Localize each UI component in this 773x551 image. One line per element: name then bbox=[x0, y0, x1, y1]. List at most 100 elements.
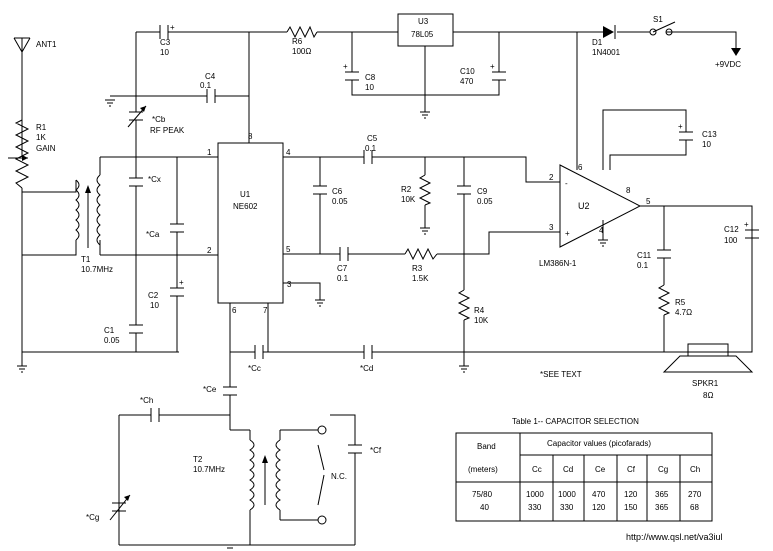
label-c9: C9 bbox=[477, 187, 488, 196]
svg-text:-: - bbox=[565, 179, 568, 188]
label-d1: D1 bbox=[592, 38, 603, 47]
svg-text:5: 5 bbox=[646, 197, 651, 206]
wires bbox=[21, 31, 753, 546]
svg-text:100: 100 bbox=[724, 236, 738, 245]
label-c5: C5 bbox=[367, 134, 378, 143]
label-c11: C11 bbox=[637, 251, 652, 260]
table-band-header: Band bbox=[477, 442, 496, 451]
label-u3: U3 bbox=[418, 17, 429, 26]
table-cap-header: Capacitor values (picofarads) bbox=[547, 439, 651, 448]
label-ant1: ANT1 bbox=[36, 40, 57, 49]
svg-text:100Ω: 100Ω bbox=[292, 47, 311, 56]
label-r6: R6 bbox=[292, 37, 303, 46]
table-meters-header: (meters) bbox=[468, 465, 498, 474]
vdc-arrow bbox=[731, 48, 741, 56]
transformer-t1 bbox=[75, 174, 101, 248]
svg-text:0.1: 0.1 bbox=[337, 274, 349, 283]
label-u1: U1 bbox=[240, 190, 251, 199]
label-cf: *Cf bbox=[370, 446, 382, 455]
table-col-header: Cc bbox=[532, 465, 542, 474]
svg-text:10: 10 bbox=[160, 48, 169, 57]
svg-text:+: + bbox=[343, 62, 348, 71]
label-c1: C1 bbox=[104, 326, 115, 335]
antenna-symbol bbox=[13, 37, 31, 53]
label-t1: T1 bbox=[81, 255, 91, 264]
label-c4: C4 bbox=[205, 72, 216, 81]
label-vdc: +9VDC bbox=[715, 60, 741, 69]
svg-text:470: 470 bbox=[460, 77, 474, 86]
table-col-header: Ch bbox=[690, 465, 700, 474]
svg-text:1: 1 bbox=[207, 148, 212, 157]
svg-text:78L05: 78L05 bbox=[411, 30, 434, 39]
table-col-header: Cd bbox=[563, 465, 573, 474]
label-r2: R2 bbox=[401, 185, 412, 194]
table-cell: 120 bbox=[592, 503, 606, 512]
speaker bbox=[662, 343, 754, 373]
label-cc: *Cc bbox=[248, 364, 261, 373]
label-ce: *Ce bbox=[203, 385, 217, 394]
label-nc: N.C. bbox=[331, 472, 347, 481]
table-row-band: 75/80 bbox=[472, 490, 493, 499]
labels: ANT1 R1 1K GAIN C3 10 R6 100Ω U3 78L05 D… bbox=[36, 15, 741, 522]
label-r3: R3 bbox=[412, 264, 423, 273]
label-lm386: LM386N-1 bbox=[539, 259, 577, 268]
table-cell: 330 bbox=[560, 503, 574, 512]
table-col-header: Ce bbox=[595, 465, 606, 474]
svg-text:1.5K: 1.5K bbox=[412, 274, 429, 283]
svg-text:10: 10 bbox=[365, 83, 374, 92]
table-cell: 330 bbox=[528, 503, 542, 512]
resistors bbox=[286, 25, 671, 321]
table-col-header: Cf bbox=[627, 465, 636, 474]
label-c2: C2 bbox=[148, 291, 159, 300]
svg-text:6: 6 bbox=[578, 163, 583, 172]
label-u2: U2 bbox=[578, 201, 590, 211]
resistor-r1 bbox=[8, 119, 30, 189]
svg-text:3: 3 bbox=[287, 280, 292, 289]
label-ch: *Ch bbox=[140, 396, 153, 405]
svg-text:0.05: 0.05 bbox=[477, 197, 493, 206]
table-cell: 1000 bbox=[526, 490, 544, 499]
svg-text:10.7MHz: 10.7MHz bbox=[193, 465, 225, 474]
diode-d1 bbox=[603, 25, 616, 39]
label-r5: R5 bbox=[675, 298, 686, 307]
regulator-u3 bbox=[397, 13, 454, 47]
svg-text:NE602: NE602 bbox=[233, 202, 258, 211]
label-see-text: *SEE TEXT bbox=[540, 370, 582, 379]
label-spkr: SPKR1 bbox=[692, 379, 719, 388]
label-ca: *Ca bbox=[146, 230, 160, 239]
table-row-band: 40 bbox=[480, 503, 489, 512]
label-c6: C6 bbox=[332, 187, 343, 196]
label-cg: *Cg bbox=[86, 513, 99, 522]
table-cell: 365 bbox=[655, 503, 669, 512]
svg-text:8: 8 bbox=[626, 186, 631, 195]
label-t2: T2 bbox=[193, 455, 203, 464]
ground-symbols bbox=[17, 99, 608, 549]
table-cell: 470 bbox=[592, 490, 606, 499]
label-cx: *Cx bbox=[148, 175, 161, 184]
svg-text:6: 6 bbox=[232, 306, 237, 315]
svg-text:2: 2 bbox=[207, 246, 212, 255]
svg-text:0.05: 0.05 bbox=[332, 197, 348, 206]
svg-text:0.1: 0.1 bbox=[365, 144, 377, 153]
label-r1: R1 bbox=[36, 123, 47, 132]
svg-text:10K: 10K bbox=[401, 195, 416, 204]
label-c12: C12 bbox=[724, 225, 739, 234]
label-cd: *Cd bbox=[360, 364, 373, 373]
svg-text:1N4001: 1N4001 bbox=[592, 48, 621, 57]
svg-text:5: 5 bbox=[286, 245, 291, 254]
svg-text:10: 10 bbox=[150, 301, 159, 310]
source-url: http://www.qsl.net/va3iul bbox=[626, 532, 723, 542]
label-c7: C7 bbox=[337, 264, 348, 273]
table-cell: 270 bbox=[688, 490, 702, 499]
svg-text:8: 8 bbox=[248, 132, 253, 141]
label-r4: R4 bbox=[474, 306, 485, 315]
table-cell: 1000 bbox=[558, 490, 576, 499]
svg-text:GAIN: GAIN bbox=[36, 144, 56, 153]
svg-text:1K: 1K bbox=[36, 133, 46, 142]
svg-text:RF PEAK: RF PEAK bbox=[150, 126, 185, 135]
svg-text:0.1: 0.1 bbox=[200, 81, 212, 90]
svg-text:+: + bbox=[170, 23, 175, 32]
svg-text:8Ω: 8Ω bbox=[703, 391, 713, 400]
svg-text:4.7Ω: 4.7Ω bbox=[675, 308, 692, 317]
